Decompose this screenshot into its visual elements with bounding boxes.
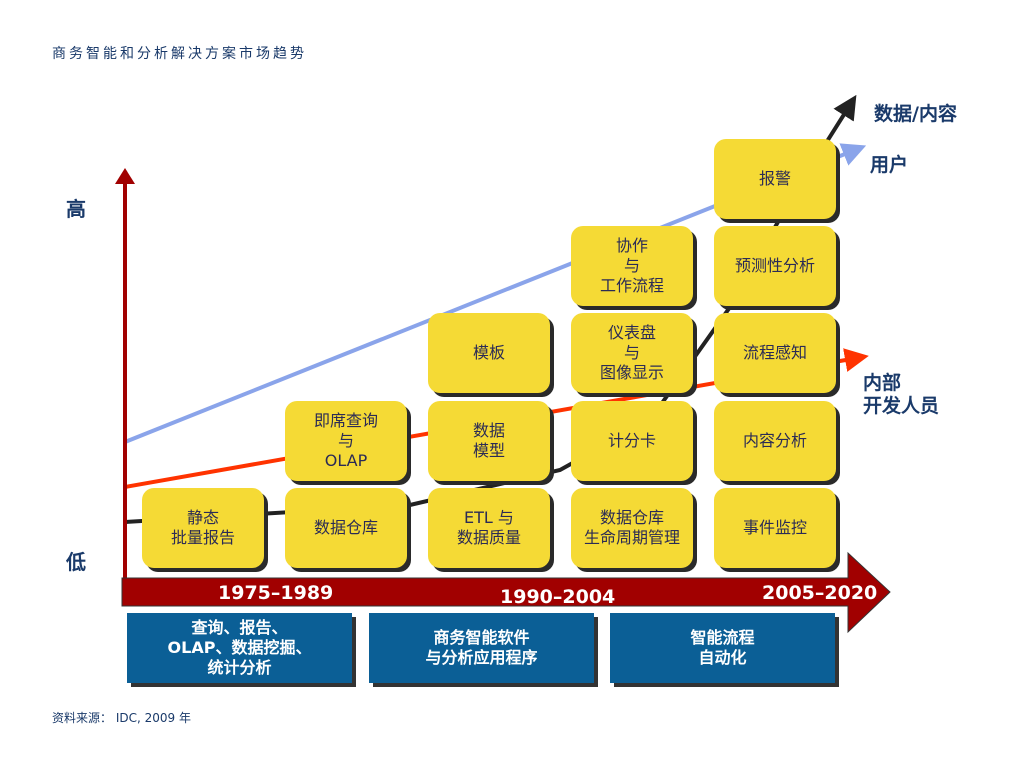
era-text: 与分析应用程序 [425, 648, 538, 667]
era-text: 统计分析 [207, 658, 272, 677]
users-label: 用户 [870, 154, 909, 176]
capability-text: ETL 与 [464, 508, 514, 527]
capability-text: 流程感知 [742, 343, 807, 362]
capability-text: 批量报告 [170, 528, 235, 547]
capability-box: 计分卡 [571, 401, 693, 481]
capability-text: 报警 [758, 169, 791, 188]
timeline-arrow [121, 551, 891, 634]
page-title: 商务智能和分析解决方案市场趋势 [52, 46, 307, 62]
capability-text: 与 [623, 256, 640, 275]
capability-text: 图像显示 [599, 363, 664, 382]
capability-text: 与 [337, 431, 354, 450]
internal-devs-line1: 内部 [863, 372, 902, 394]
capability-text: 模型 [472, 441, 505, 460]
capability-text: 与 [623, 343, 640, 362]
capability-box: 数据仓库生命周期管理 [571, 488, 693, 568]
capability-text: 即席查询 [313, 411, 378, 430]
capability-text: 数据 [472, 421, 505, 440]
era-text: 智能流程 [690, 628, 755, 647]
year-label-1: 1975–1989 [218, 582, 334, 604]
internal-devs-label: 内部 开发人员 [863, 372, 939, 418]
capability-text: 数据质量 [456, 528, 521, 547]
axis-high-label: 高 [66, 197, 86, 221]
capability-box: 静态批量报告 [142, 488, 264, 568]
capability-box: 内容分析 [714, 401, 836, 481]
capability-text: 事件监控 [742, 518, 807, 537]
capability-box: ETL 与数据质量 [428, 488, 550, 568]
era-text: 自动化 [698, 648, 747, 667]
capability-box: 协作与工作流程 [571, 226, 693, 306]
vertical-axis-arrowhead [115, 168, 135, 184]
era-box: 商务智能软件与分析应用程序 [369, 613, 594, 683]
capability-text: 数据仓库 [313, 518, 378, 537]
era-text: 查询、报告、 [191, 618, 288, 637]
capability-box: 预测性分析 [714, 226, 836, 306]
capability-text: 生命周期管理 [583, 528, 680, 547]
data-content-label: 数据/内容 [874, 103, 957, 125]
capability-box: 数据仓库 [285, 488, 407, 568]
capability-box: 事件监控 [714, 488, 836, 568]
capability-text: OLAP [324, 451, 368, 470]
capability-box: 仪表盘与图像显示 [571, 313, 693, 393]
capability-box: 流程感知 [714, 313, 836, 393]
capability-box: 模板 [428, 313, 550, 393]
capability-text: 模板 [472, 343, 505, 362]
capability-text: 数据仓库 [599, 508, 664, 527]
capability-text: 仪表盘 [607, 323, 656, 342]
era-text: 商务智能软件 [433, 628, 530, 647]
internal-devs-line2: 开发人员 [863, 395, 940, 417]
year-label-2: 1990–2004 [500, 586, 616, 608]
era-box: 查询、报告、OLAP、数据挖掘、统计分析 [127, 613, 352, 683]
capability-text: 协作 [615, 236, 648, 255]
capability-text: 计分卡 [607, 431, 656, 450]
capability-box: 数据模型 [428, 401, 550, 481]
capability-text: 静态 [186, 508, 219, 527]
era-box: 智能流程自动化 [610, 613, 835, 683]
capability-text: 内容分析 [742, 431, 807, 450]
source-note: 资料来源： IDC, 2009 年 [52, 711, 191, 725]
capability-text: 工作流程 [599, 276, 664, 295]
axis-low-label: 低 [66, 550, 86, 574]
capability-box: 报警 [714, 139, 836, 219]
year-label-3: 2005–2020 [762, 582, 878, 604]
era-text: OLAP、数据挖掘、 [167, 638, 312, 657]
capability-text: 预测性分析 [734, 256, 815, 275]
